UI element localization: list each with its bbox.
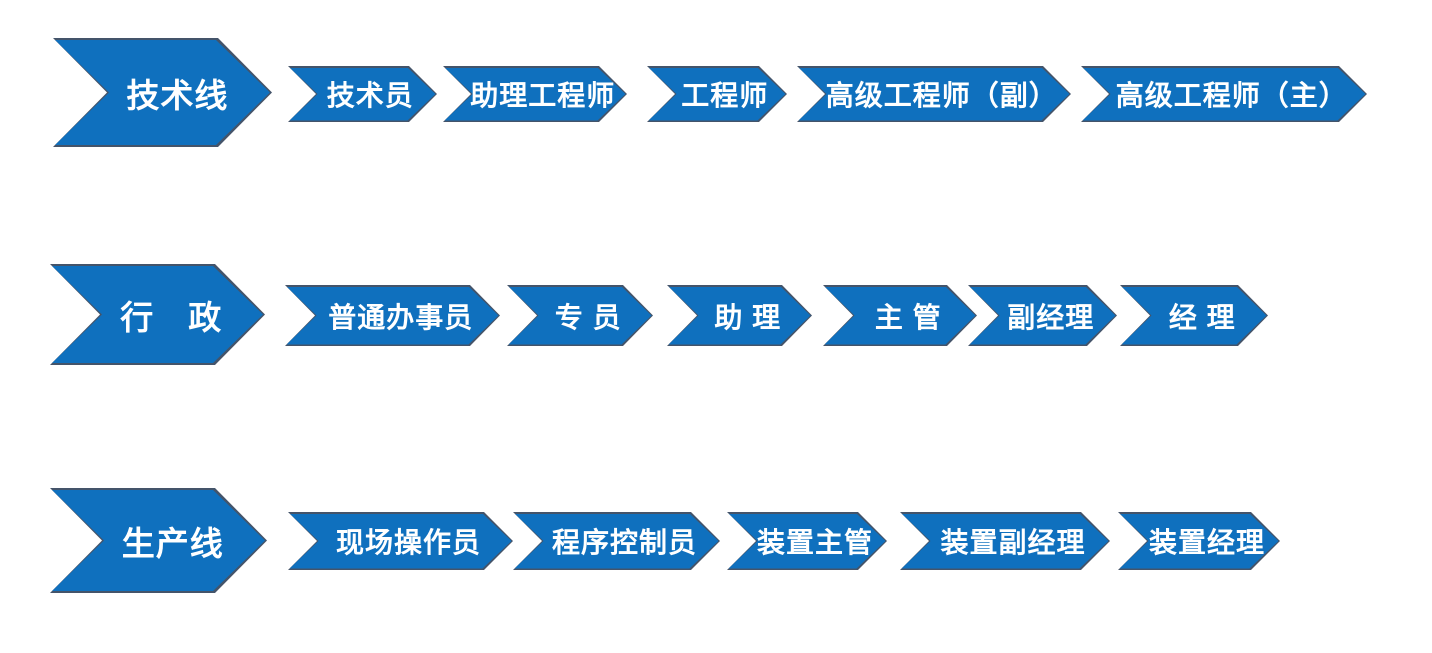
stage-label: 程序控制员 [551, 527, 697, 558]
track-header-chevron: 生产线 [50, 488, 267, 593]
stage-chevron: 高级工程师（副） [797, 66, 1071, 122]
stage-chevron: 现场操作员 [288, 512, 513, 570]
stage-chevron: 普通办事员 [285, 285, 500, 346]
stage-chevron: 助理工程师 [443, 66, 627, 122]
stage-chevron: 助 理 [667, 285, 812, 346]
stage-chevron: 装置经理 [1118, 512, 1280, 570]
stage-chevron: 装置副经理 [900, 512, 1110, 570]
stage-label: 高级工程师（主） [1115, 80, 1348, 111]
stage-chevron: 主 管 [823, 285, 977, 346]
stage-label: 助理工程师 [470, 80, 616, 111]
stage-chevron: 副经理 [968, 285, 1117, 346]
stage-label: 装置副经理 [940, 527, 1086, 558]
stage-label: 普通办事员 [328, 301, 474, 333]
chevron-fill [799, 68, 1070, 121]
stage-label: 装置经理 [1148, 527, 1265, 558]
stage-label: 高级工程师（副） [825, 80, 1058, 111]
stage-label: 副经理 [1007, 301, 1095, 333]
track-header-chevron: 技术线 [53, 38, 272, 147]
track-label: 生产线 [121, 524, 224, 562]
stage-chevron: 技术员 [288, 66, 437, 122]
chevron-fill [287, 287, 499, 345]
chevron-fill [1083, 68, 1366, 121]
chevron-fill [290, 514, 512, 569]
track-header-chevron: 行 政 [50, 264, 265, 365]
stage-label: 助 理 [714, 301, 782, 333]
chevron-fill [902, 514, 1109, 569]
stage-chevron: 装置主管 [727, 512, 887, 570]
stage-label: 装置主管 [756, 527, 873, 558]
stage-label: 工程师 [681, 80, 769, 111]
chevron-fill [445, 68, 626, 121]
stage-chevron: 专 员 [507, 285, 653, 346]
stage-label: 主 管 [874, 301, 942, 333]
stage-label: 专 员 [554, 301, 622, 333]
track-label: 技术线 [126, 76, 229, 114]
stage-chevron: 程序控制员 [513, 512, 720, 570]
chevron-fill [515, 514, 719, 569]
track-label: 行 政 [120, 298, 223, 336]
stage-chevron: 经 理 [1120, 285, 1268, 346]
stage-label: 经 理 [1168, 301, 1236, 333]
stage-chevron: 工程师 [647, 66, 787, 122]
stage-chevron: 高级工程师（主） [1081, 66, 1367, 122]
stage-label: 现场操作员 [335, 527, 481, 558]
stage-label: 技术员 [326, 80, 414, 111]
